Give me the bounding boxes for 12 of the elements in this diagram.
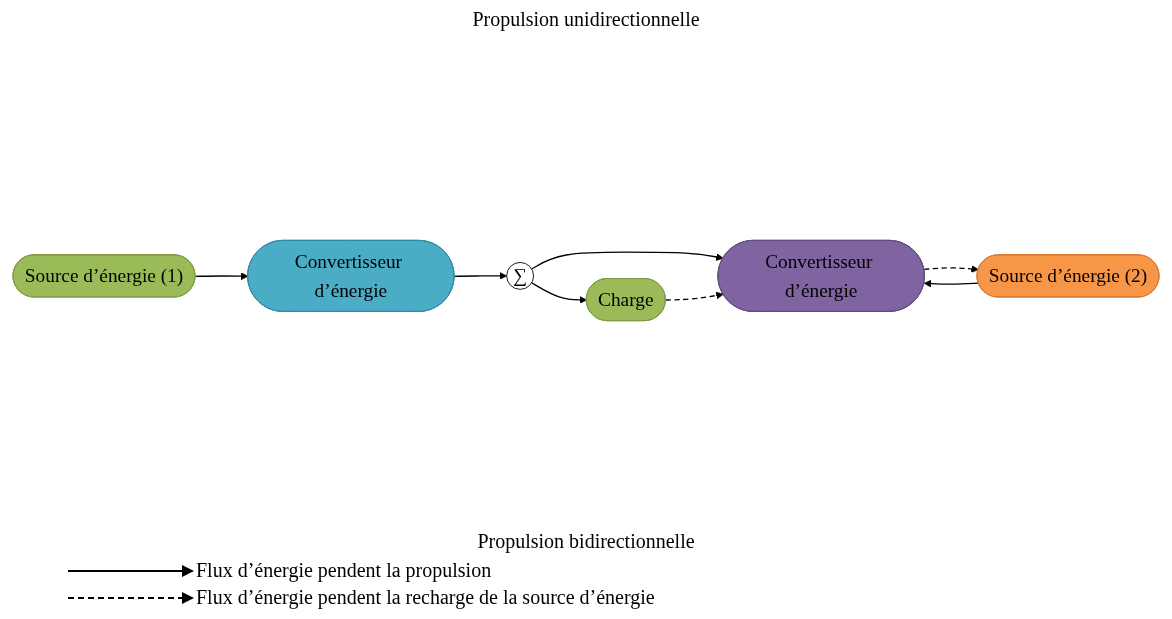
legend-text: Flux d’énergie pendent la propulsion bbox=[196, 559, 492, 582]
node-circle: ∑ bbox=[506, 262, 535, 290]
arrow bbox=[531, 251, 724, 270]
annotation-text: Propulsion bidirectionnelle bbox=[477, 530, 695, 553]
legend-text: Flux d’énergie pendent la recharge de la source d’énergie bbox=[196, 586, 655, 609]
arrow bbox=[923, 265, 979, 273]
arrow bbox=[194, 272, 249, 281]
arrow bbox=[665, 291, 724, 301]
arrow bbox=[531, 282, 588, 304]
arrow bbox=[453, 272, 508, 280]
annotation-text: Propulsion unidirectionnelle bbox=[472, 8, 700, 31]
arrow bbox=[923, 279, 980, 288]
